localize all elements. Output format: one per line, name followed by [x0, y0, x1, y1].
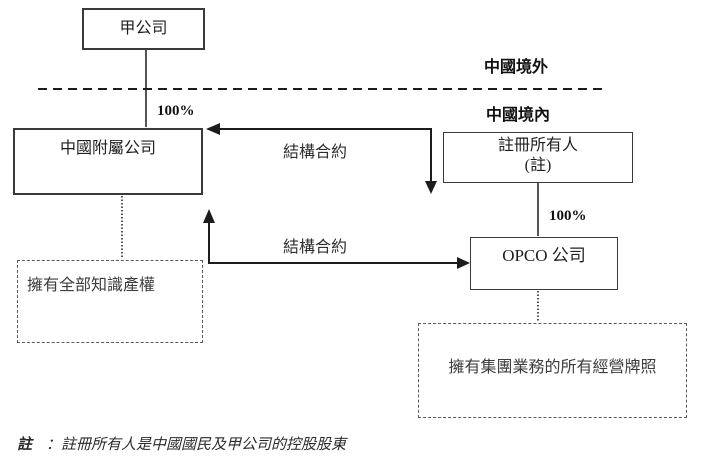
footnote: 註 ：註冊所有人是中國國民及甲公司的控股股東 [17, 433, 346, 454]
footnote-marker: 註 [17, 437, 33, 453]
annotation-ip-label: 擁有全部知識產權 [27, 277, 156, 294]
node-registered-owner-sublabel: (註) [524, 157, 552, 174]
annotation-ip-box: 擁有全部知識產權 [17, 260, 203, 343]
region-label-outside-china: 中國境外 [483, 59, 548, 76]
annotation-licenses-box: 擁有集團業務的所有經營牌照 [418, 323, 687, 418]
arrowhead-down-icon [425, 181, 437, 194]
annotation-licenses-label: 擁有集團業務的所有經營牌照 [448, 359, 657, 376]
node-opco: OPCO 公司 [470, 237, 618, 290]
node-china-subsidiary: 中國附屬公司 [13, 128, 203, 195]
region-label-inside-china: 中國境內 [485, 107, 550, 124]
node-opco-label: OPCO 公司 [502, 246, 586, 265]
node-registered-owner-label: 註冊所有人 [497, 137, 578, 154]
contract-arrow-top-line [219, 128, 432, 182]
ownership-pct-registered-owner: 100% [549, 208, 587, 224]
contract-label-top: 結構合約 [282, 144, 347, 161]
node-company-a-label: 甲公司 [119, 20, 168, 37]
contract-label-bottom: 結構合約 [282, 239, 347, 256]
ownership-pct-company-a: 100% [157, 103, 195, 119]
arrowhead-right-icon [457, 257, 470, 269]
arrowhead-left-icon [206, 123, 220, 135]
arrowhead-up-icon [203, 209, 215, 223]
contract-arrow-bottom-line [208, 222, 458, 264]
node-registered-owner: 註冊所有人 (註) [443, 132, 633, 183]
node-china-subsidiary-label: 中國附屬公司 [59, 140, 156, 157]
node-company-a: 甲公司 [82, 8, 205, 50]
footnote-text: ：註冊所有人是中國國民及甲公司的控股股東 [46, 437, 347, 453]
